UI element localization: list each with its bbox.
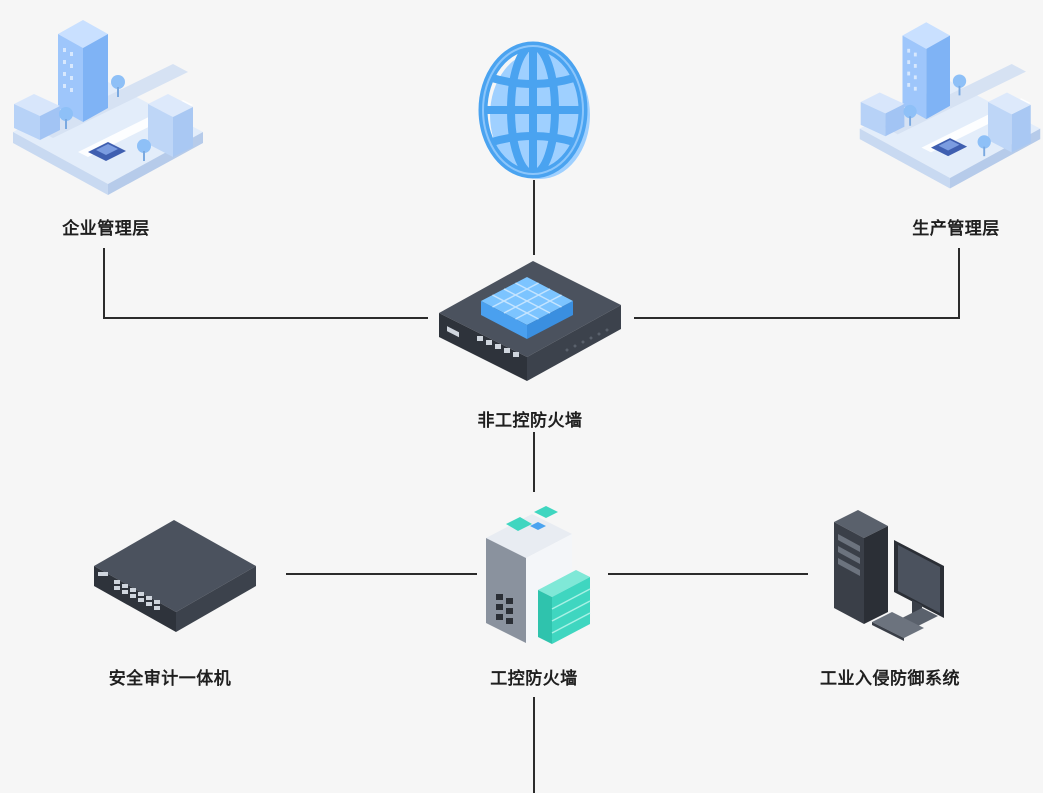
line-production-to-firewall (634, 248, 960, 319)
network-switch-icon (439, 261, 621, 381)
non-ics-firewall-label: 非工控防火墙 (477, 411, 583, 431)
production-layer-label: 生产管理层 (912, 219, 1000, 239)
globe-icon (478, 41, 590, 179)
audit-appliance-label: 安全审计一体机 (108, 669, 232, 689)
city-buildings-icon (13, 20, 203, 195)
ics-firewall-label: 工控防火墙 (490, 669, 578, 689)
desktop-computer-icon (834, 510, 944, 641)
ids-label: 工业入侵防御系统 (820, 669, 960, 689)
enterprise-layer-label: 企业管理层 (62, 219, 150, 239)
line-enterprise-to-firewall (103, 248, 428, 319)
city-buildings-icon (859, 22, 1041, 189)
industrial-firewall-icon (486, 506, 591, 644)
rack-appliance-icon (94, 520, 256, 632)
